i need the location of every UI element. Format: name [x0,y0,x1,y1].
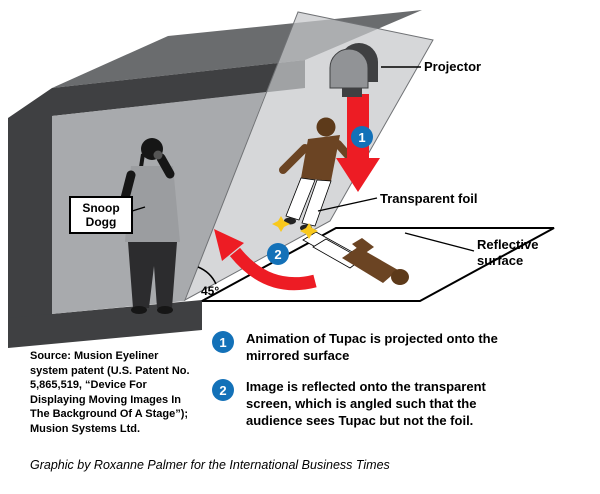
stage-front-edge [8,300,202,348]
snoop-dogg-label: Snoop Dogg [69,196,133,234]
reflection-arrow-head [214,229,244,261]
reflection-arrow-shaft [229,247,317,291]
stage-left-pillar [8,88,52,322]
step-2-badge-legend: 2 [212,379,234,401]
spark-icon-right [300,223,318,239]
annotation-line: audience sees Tupac but not the foil. [246,413,474,428]
tupac-reflection-lying [302,231,409,285]
source-line: Displaying Moving Images In [30,393,181,406]
transparent-foil-label: Transparent foil [380,191,478,206]
reflection-arrow [214,229,317,291]
projection-left-arm [279,144,309,174]
snoop-foot-left [131,306,147,314]
source-line: 5,865,519, “Device For [30,379,147,391]
stage-top-band [52,60,305,116]
projector-front [329,48,369,89]
annotation-1-text: Animation of Tupac is projected onto the… [246,330,498,364]
source-line: The Background Of A Stage”); [30,408,189,420]
projection-left-leg [285,177,316,221]
snoop-foot-right [157,306,173,314]
source-line: Musion Systems Ltd. [30,422,141,435]
snoop-right-arm [156,153,175,179]
annotation-line: Animation of Tupac is projected onto the [246,331,498,346]
snoop-shirt [125,166,180,242]
annotation-line: mirrored surface [246,348,350,363]
annotation-line: Image is reflected onto the transparent [246,379,486,394]
step-2-badge-diagram: 2 [267,243,289,265]
reflective-surface-label: Reflective surface [477,237,539,268]
angle-arc [197,266,217,285]
projector-icon [329,43,378,97]
angle-label: 45° [201,284,220,298]
credit-line: Graphic by Roxanne Palmer for the Intern… [30,458,390,472]
source-note: Source: Musion Eyeliner system patent (U… [30,349,225,436]
microphone-icon [153,150,163,160]
step-1-badge-legend: 1 [212,331,234,353]
projection-head [316,117,336,137]
step-1-badge-diagram: 1 [351,126,373,148]
snoop-pants [128,242,177,308]
foil-pointer-line [317,197,378,212]
projection-right-leg [301,179,332,227]
snoop-hair-left [139,153,145,168]
source-line: system patent (U.S. Patent No. [30,364,190,377]
reflection-head [391,269,409,285]
projector-base [342,88,362,97]
projection-torso [301,135,340,181]
annotation-2-text: Image is reflected onto the transparent … [246,378,486,429]
projector-label: Projector [424,59,482,74]
reflection-torso [342,247,398,283]
reflective-pointer-line [404,232,475,252]
reflection-arm [352,238,374,254]
spark-icon-left [272,216,290,232]
source-line: Source: Musion Eyeliner [30,350,159,362]
annotation-line: screen, which is angled such that the [246,396,477,411]
